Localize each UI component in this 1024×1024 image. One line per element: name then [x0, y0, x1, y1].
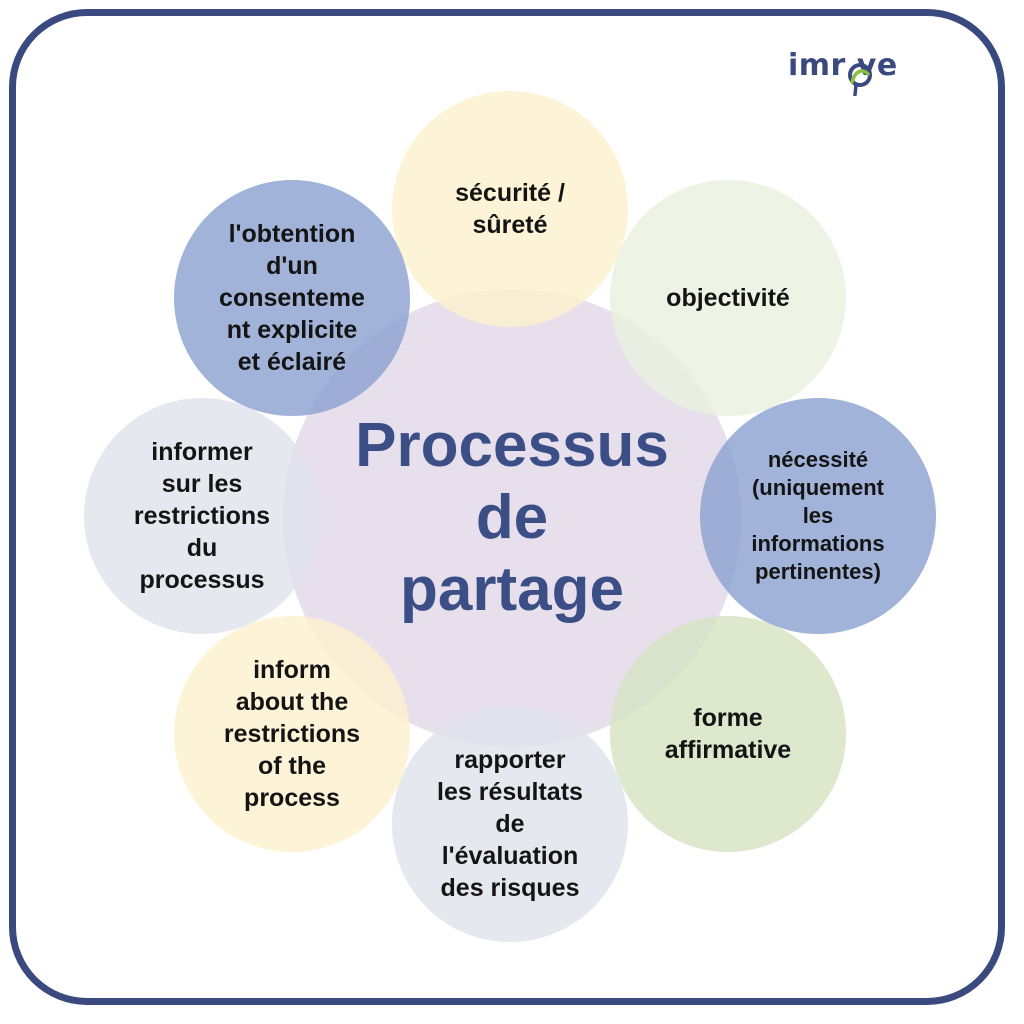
petal-label: sécurité / sûreté: [455, 179, 565, 239]
petal-forme-affirmative: forme affirmative: [610, 616, 846, 852]
petal-rapporter: rapporter les résultats de l'évaluation …: [392, 706, 628, 942]
logo-o-swirl-icon: [848, 63, 872, 96]
petal-objectivite: objectivité: [610, 180, 846, 416]
petal-label: inform about the restrictions of the pro…: [223, 656, 361, 812]
petal-label: rapporter les résultats de l'évaluation …: [437, 746, 583, 902]
petal-informer-sur: informer sur les restrictions du process…: [84, 398, 320, 634]
center-title: Processus de partage: [355, 411, 669, 624]
logo-text-start: im: [788, 48, 831, 83]
petal-label: forme affirmative: [664, 704, 792, 764]
logo-wordmark: imr ve: [788, 48, 898, 83]
petal-label: l'obtention d'un consenteme nt explicite…: [219, 220, 365, 376]
petal-inform-about: inform about the restrictions of the pro…: [174, 616, 410, 852]
petal-label: informer sur les restrictions du process…: [133, 438, 271, 594]
petal-securite: sécurité / sûreté: [392, 91, 628, 327]
petal-necessite: nécessité (uniquement les informations p…: [700, 398, 936, 634]
improve-logo: imr ve: [788, 48, 918, 96]
petal-obtention: l'obtention d'un consenteme nt explicite…: [174, 180, 410, 416]
petal-label: objectivité: [666, 284, 790, 312]
petal-label: nécessité (uniquement les informations p…: [751, 447, 885, 584]
